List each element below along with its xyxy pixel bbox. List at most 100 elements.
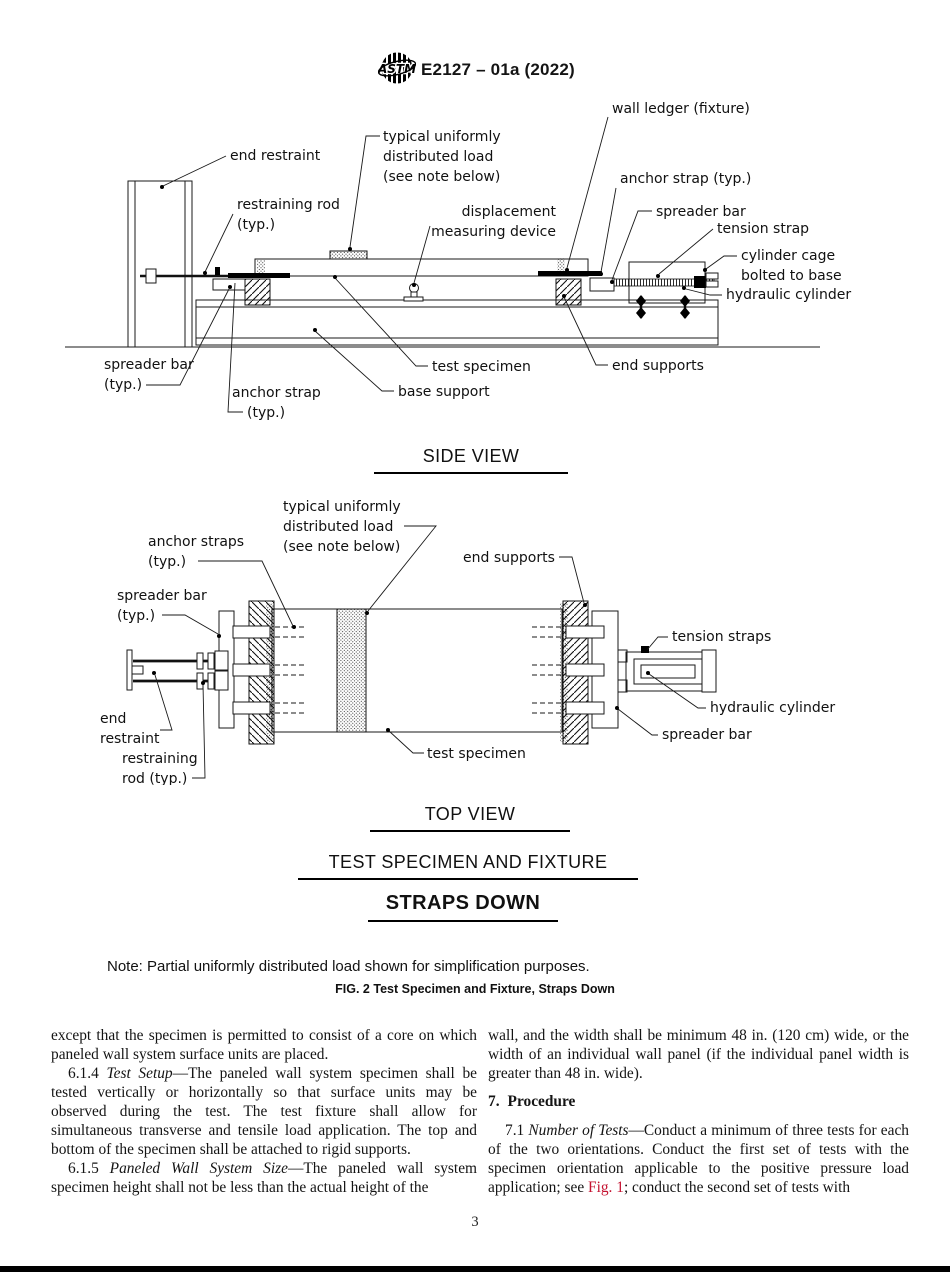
svg-text:anchor strap (typ.): anchor strap (typ.) bbox=[620, 171, 751, 187]
section-title-italic: Paneled Wall System Size bbox=[109, 1160, 288, 1177]
spreader-bar-plate-left bbox=[228, 273, 290, 278]
straps-right bbox=[532, 625, 605, 715]
label-end-restraint: end restraint bbox=[160, 148, 321, 189]
label-end-restraint-tv: end restraint bbox=[100, 671, 173, 747]
label-spreader-bar-typ-tv: spreader bar (typ.) bbox=[117, 588, 221, 638]
svg-text:restraining rod: restraining rod bbox=[237, 197, 340, 213]
label-text: end restraint bbox=[230, 148, 321, 164]
label-hydraulic-cylinder-sv: hydraulic cylinder bbox=[682, 286, 851, 303]
label-spreader-bar-right: spreader bar bbox=[610, 204, 746, 284]
svg-text:tension strap: tension strap bbox=[717, 221, 809, 237]
label-spreader-bar-typ-sv: spreader bar (typ.) bbox=[104, 285, 232, 393]
svg-text:spreader bar: spreader bar bbox=[656, 204, 746, 220]
svg-text:(typ.): (typ.) bbox=[104, 377, 142, 393]
page-number: 3 bbox=[471, 1214, 479, 1230]
svg-text:distributed load: distributed load bbox=[283, 519, 393, 535]
label-anchor-strap-right: anchor strap (typ.) bbox=[599, 171, 751, 276]
svg-text:cylinder cage: cylinder cage bbox=[741, 248, 835, 264]
hydraulic-cylinder bbox=[633, 658, 703, 685]
svg-text:restraint: restraint bbox=[100, 731, 160, 747]
svg-text:end supports: end supports bbox=[463, 550, 555, 566]
svg-text:(typ.): (typ.) bbox=[148, 554, 186, 570]
end-support-left bbox=[244, 278, 271, 306]
label-distributed-load-tv: typical uniformly distributed load (see … bbox=[283, 499, 437, 615]
section-7-heading: 7.Procedure bbox=[488, 1093, 576, 1110]
loading-assembly bbox=[589, 261, 719, 319]
label-displacement-device: displacement measuring device bbox=[412, 204, 557, 287]
label-spreader-bar-tv: spreader bar bbox=[615, 706, 752, 743]
anchor-strap-stipple-right bbox=[557, 258, 565, 272]
figure-caption: FIG. 2 Test Specimen and Fixture, Straps… bbox=[335, 982, 615, 996]
svg-text:base support: base support bbox=[398, 384, 490, 400]
svg-text:spreader bar: spreader bar bbox=[104, 357, 194, 373]
svg-text:(see note below): (see note below) bbox=[283, 539, 400, 555]
label-test-specimen-tv: test specimen bbox=[386, 728, 526, 762]
section-title-italic: Test Setup bbox=[106, 1065, 173, 1082]
svg-text:displacement: displacement bbox=[462, 204, 557, 220]
astm-logo-icon: ASTM bbox=[376, 52, 417, 84]
paragraph-614: 6.1.4 Test Setup—The paneled wall system… bbox=[51, 1065, 477, 1158]
svg-text:typical uniformly: typical uniformly bbox=[383, 129, 501, 145]
label-end-supports-tv: end supports bbox=[463, 550, 587, 607]
test-specimen bbox=[228, 250, 602, 278]
distributed-load-patch bbox=[329, 250, 368, 260]
svg-text:anchor strap: anchor strap bbox=[232, 385, 321, 401]
anchor-straps-left bbox=[232, 625, 304, 715]
paragraph-71: 7.1 Number of Tests—Conduct a minimum of… bbox=[488, 1122, 909, 1196]
restraining-rod bbox=[140, 267, 246, 291]
hydraulic-cylinder-assembly bbox=[617, 646, 717, 693]
page-edge-shadow bbox=[0, 1266, 950, 1272]
end-support-right bbox=[555, 278, 582, 306]
svg-text:distributed load: distributed load bbox=[383, 149, 493, 165]
svg-text:test specimen: test specimen bbox=[427, 746, 526, 762]
svg-text:anchor straps: anchor straps bbox=[148, 534, 244, 550]
label-restraining-rod: restraining rod (typ.) bbox=[203, 197, 340, 275]
end-restraint-column bbox=[127, 180, 193, 348]
svg-text:hydraulic cylinder: hydraulic cylinder bbox=[726, 287, 851, 303]
spreader-bar-right bbox=[589, 277, 615, 292]
svg-text:hydraulic cylinder: hydraulic cylinder bbox=[710, 700, 835, 716]
side-view-title: SIDE VIEW bbox=[374, 446, 568, 474]
wall-ledger-fixture bbox=[538, 271, 602, 276]
doc-number: E2127 – 01a (2022) bbox=[421, 60, 575, 79]
cage-bolts bbox=[636, 295, 690, 319]
distributed-load-band bbox=[336, 608, 367, 733]
base-support bbox=[195, 299, 719, 346]
label-test-specimen-sv: test specimen bbox=[333, 275, 531, 375]
spreader-bracket bbox=[212, 278, 246, 291]
svg-text:end supports: end supports bbox=[612, 358, 704, 374]
end-restraint-beam bbox=[126, 649, 144, 691]
svg-text:(typ.): (typ.) bbox=[117, 608, 155, 624]
svg-text:measuring device: measuring device bbox=[431, 224, 556, 240]
label-anchor-straps-tv: anchor straps (typ.) bbox=[148, 534, 296, 629]
svg-text:typical uniformly: typical uniformly bbox=[283, 499, 401, 515]
fig1-crossref-link[interactable]: Fig. 1 bbox=[588, 1179, 624, 1196]
astm-logo: ASTM bbox=[376, 48, 417, 90]
svg-text:end: end bbox=[100, 711, 126, 727]
svg-text:tension straps: tension straps bbox=[672, 629, 771, 645]
figure-subtitle: TEST SPECIMEN AND FIXTURE bbox=[298, 852, 638, 880]
body-left-column: except that the specimen is permitted to… bbox=[51, 1026, 477, 1197]
figure-note: Note: Partial uniformly distributed load… bbox=[107, 958, 590, 975]
paragraph-continuation: except that the specimen is permitted to… bbox=[51, 1027, 477, 1063]
anchor-strap-stipple-left bbox=[257, 260, 265, 275]
svg-text:test specimen: test specimen bbox=[432, 359, 531, 375]
label-tension-straps: tension straps bbox=[644, 629, 771, 653]
test-specimen bbox=[271, 608, 563, 733]
svg-text:(typ.): (typ.) bbox=[237, 217, 275, 233]
restraining-rods bbox=[133, 650, 229, 691]
svg-text:spreader bar: spreader bar bbox=[117, 588, 207, 604]
body-right-column: wall, and the width shall be minimum 48 … bbox=[488, 1026, 909, 1197]
svg-text:rod (typ.): rod (typ.) bbox=[122, 771, 187, 785]
svg-text:(typ.): (typ.) bbox=[247, 405, 285, 421]
label-end-supports-sv: end supports bbox=[562, 294, 704, 374]
label-wall-ledger: wall ledger (fixture) bbox=[565, 101, 750, 272]
side-view-diagram: end restraint restraining rod (typ.) typ… bbox=[65, 101, 851, 421]
label-tension-strap: tension strap bbox=[656, 221, 809, 278]
svg-text:restraining: restraining bbox=[122, 751, 198, 767]
label-hydraulic-cylinder-tv: hydraulic cylinder bbox=[646, 671, 835, 716]
label-base-support: base support bbox=[313, 328, 490, 400]
section-title-italic: Number of Tests bbox=[528, 1122, 629, 1139]
label-distributed-load-sv: typical uniformly distributed load (see … bbox=[348, 129, 501, 251]
